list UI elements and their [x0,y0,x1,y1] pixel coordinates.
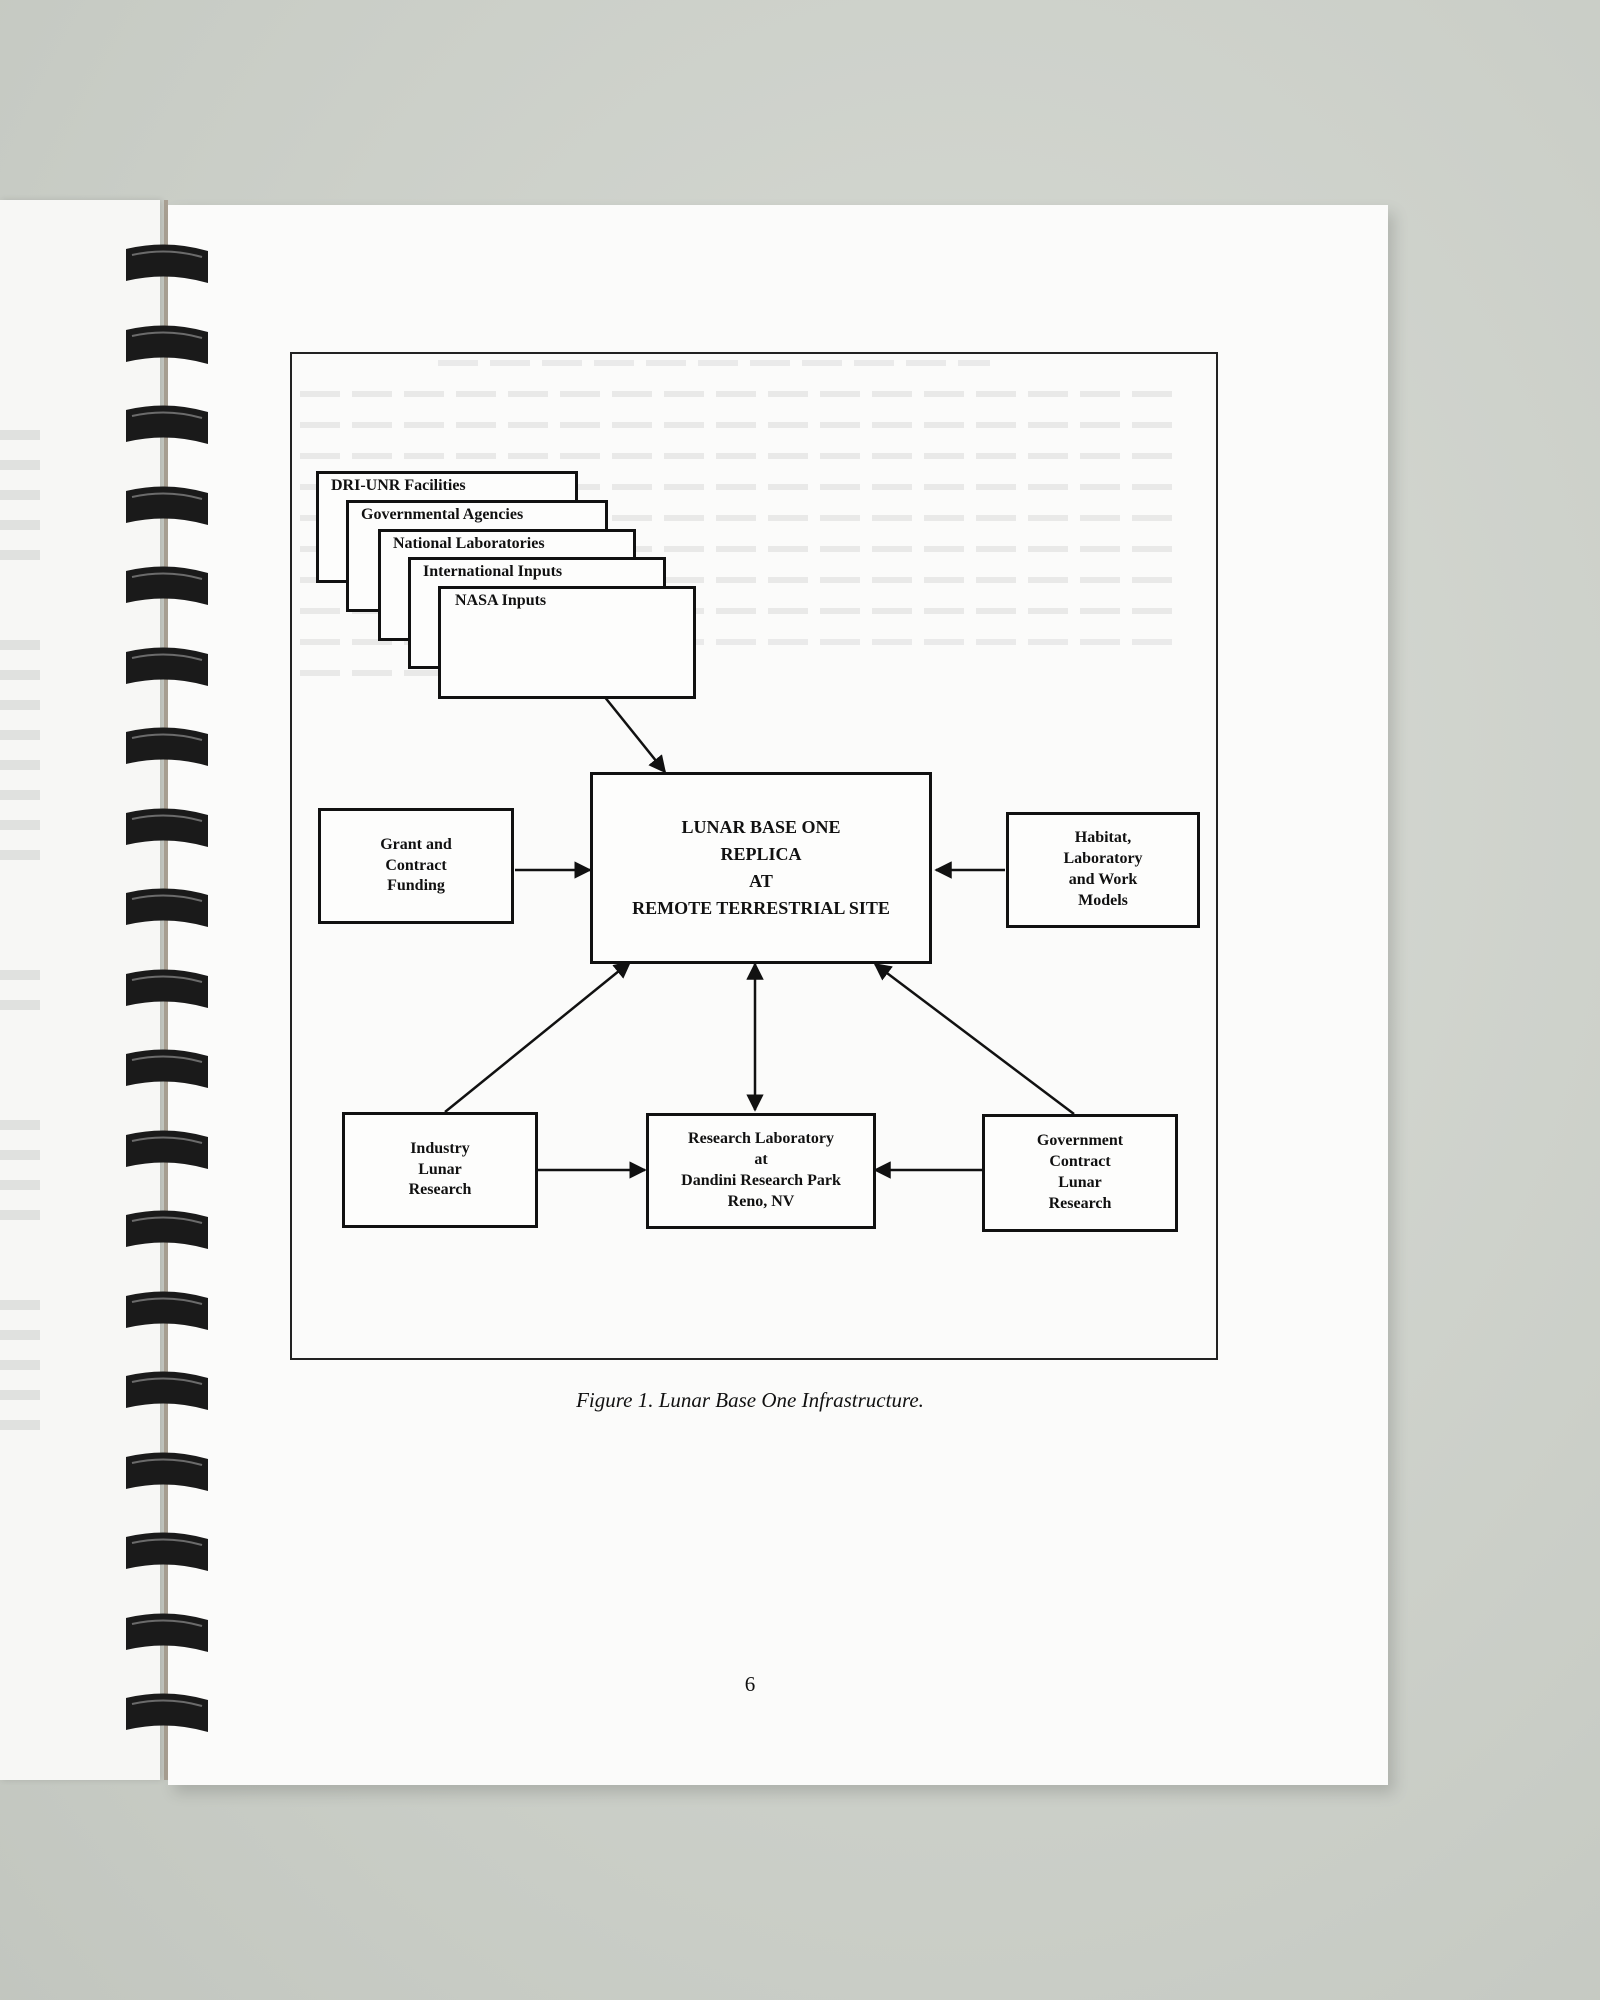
label-nasa-inputs: NASA Inputs [455,592,547,609]
binding-coil-icon [126,1129,208,1169]
binding-coil-icon [126,1693,208,1732]
research-line-1: Research Laboratory [688,1130,834,1148]
binding-coil-icon [126,405,208,444]
funding-line-1: Grant and [380,835,452,853]
industry-line-1: Industry [410,1139,470,1157]
models-line-2: Laboratory [1063,850,1143,868]
industry-line-2: Lunar [418,1160,462,1178]
box-grant-contract-funding: Grant and Contract Funding [318,808,514,924]
government-line-1: Government [1036,1132,1124,1150]
label-governmental-agencies: Governmental Agencies [361,506,524,523]
binding-coil-icon [126,1451,208,1491]
arrow-industry-to-center [444,960,632,1113]
box-nasa-inputs: NASA Inputs [438,586,696,699]
funding-line-2: Contract [385,856,447,874]
government-line-4: Research [1048,1194,1112,1212]
binding-coil-icon [126,566,208,605]
center-line-2: REPLICA [720,844,802,864]
binding-coil-icon [126,727,208,766]
arrow-government-to-center [873,962,1075,1115]
bleed-through-text [300,360,1220,701]
figure-caption: Figure 1. Lunar Base One Infrastructure. [576,1388,924,1412]
figure-frame [290,352,1218,1360]
binding-coil-icon [126,968,208,1008]
binding-coil-icon [126,1371,208,1410]
models-line-4: Models [1078,891,1128,909]
binding-coil-icon [126,646,208,686]
binding-coil-icon [126,324,208,364]
document-page [168,205,1388,1785]
research-line-2: at [754,1151,768,1169]
center-line-3: AT [749,871,773,891]
binding-coil-icon [126,1612,208,1652]
binding-coil-icon [126,807,208,847]
binding-coil-icon [126,1049,208,1088]
industry-line-3: Research [408,1181,472,1199]
research-line-4: Reno, NV [727,1192,795,1210]
government-line-2: Contract [1049,1153,1111,1171]
box-lunar-base-one-replica: LUNAR BASE ONE REPLICA AT REMOTE TERREST… [590,772,932,964]
binding-coil-icon [126,485,208,525]
box-research-laboratory: Research Laboratory at Dandini Research … [646,1113,876,1229]
government-line-3: Lunar [1058,1174,1102,1191]
models-line-1: Habitat, [1074,829,1132,847]
center-line-1: LUNAR BASE ONE [681,817,841,837]
funding-line-3: Funding [387,877,445,895]
box-industry-lunar-research: Industry Lunar Research [342,1112,538,1228]
box-government-contract-research: Government Contract Lunar Research [982,1114,1178,1232]
box-habitat-models: Habitat, Laboratory and Work Models [1006,812,1200,928]
binding-coil-icon [126,1210,208,1249]
binding-coil-icon [126,1532,208,1571]
label-dri-unr-facilities: DRI-UNR Facilities [331,477,466,494]
binding-coil-icon [126,244,208,283]
research-line-3: Dandini Research Park [681,1172,841,1189]
label-international-inputs: International Inputs [423,563,563,580]
models-line-3: and Work [1068,871,1138,888]
binding-coil-icon [126,1290,208,1330]
page-number: 6 [744,1672,756,1696]
binding-coil-icon [126,888,208,927]
center-line-4: REMOTE TERRESTRIAL SITE [632,898,890,918]
label-national-laboratories: National Laboratories [393,535,545,552]
